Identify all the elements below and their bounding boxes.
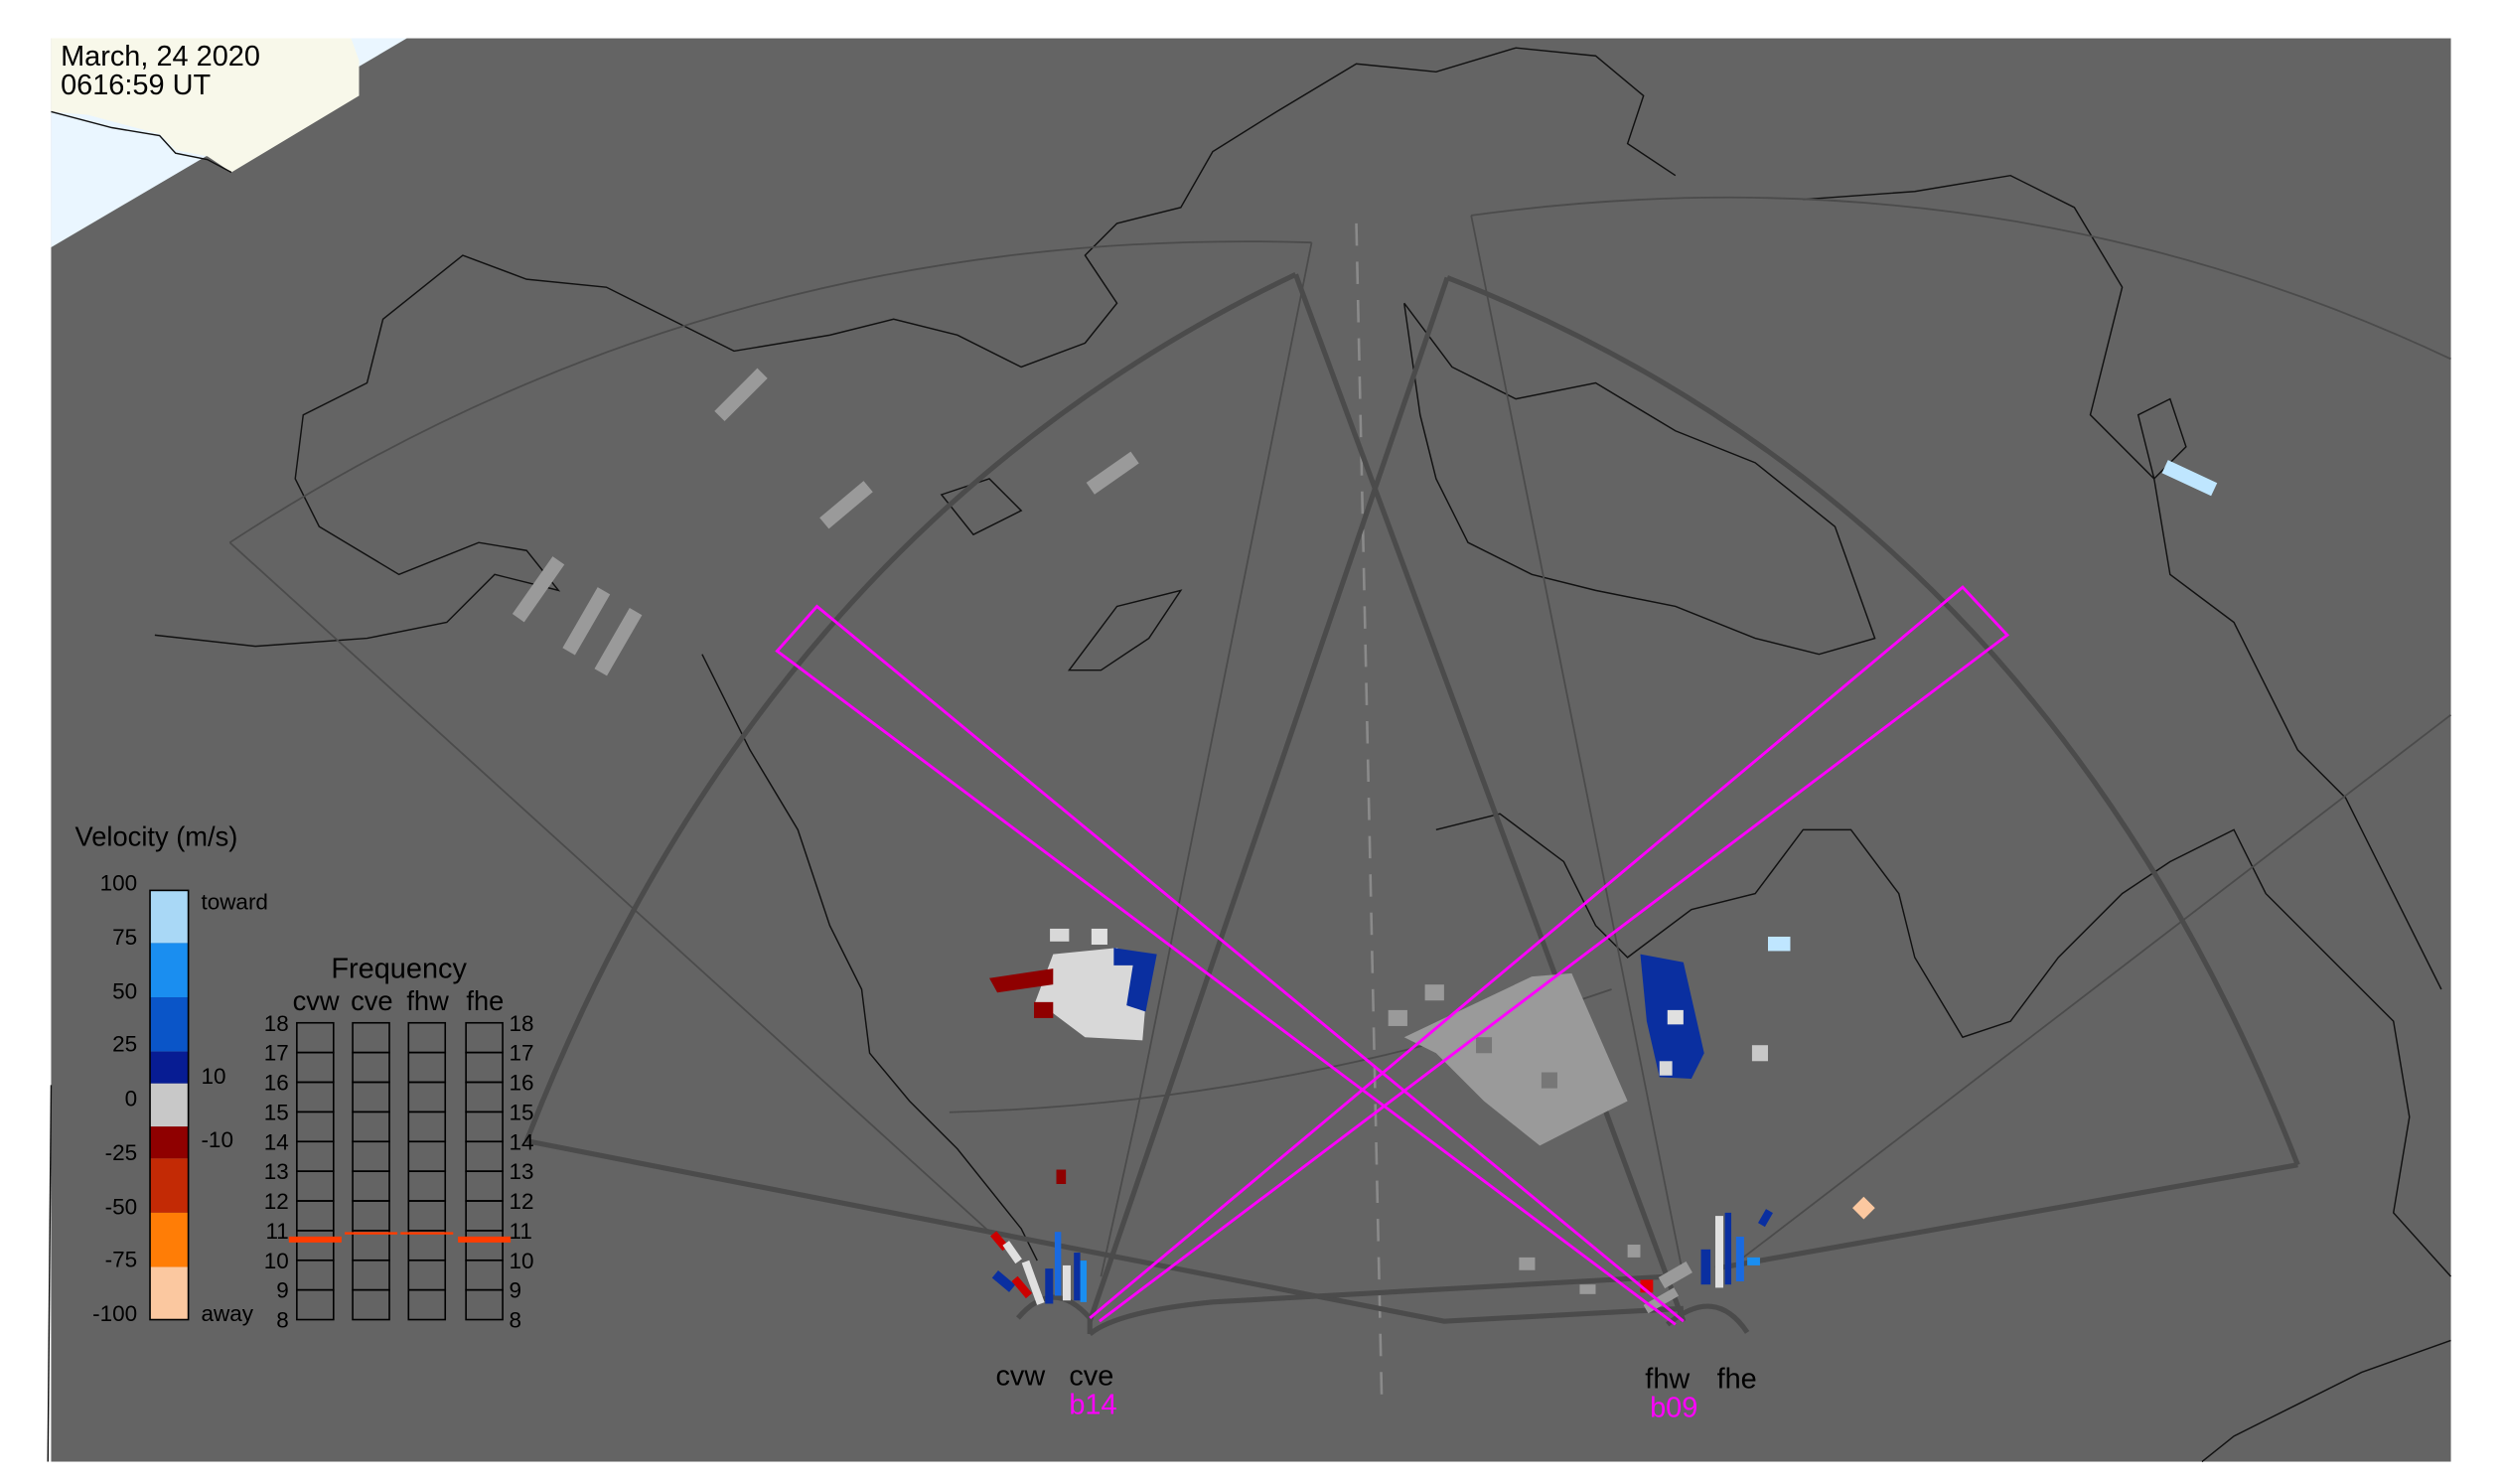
- velocity-tick: 0: [125, 1086, 138, 1111]
- frequency-title: Frequency: [331, 954, 467, 985]
- velocity-label-neg10: -10: [201, 1127, 232, 1152]
- frequency-band-fhe: [458, 1236, 512, 1243]
- frequency-tick-right: 10: [510, 1249, 534, 1273]
- fov-outlines: [523, 271, 2300, 1337]
- cv-near-range-scatter: [990, 1231, 1088, 1305]
- scatter-data: [512, 368, 2218, 1314]
- frequency-band-cve: [345, 1232, 398, 1235]
- frequency-band-cvw: [288, 1236, 342, 1243]
- velocity-label-10: 10: [201, 1064, 225, 1089]
- frequency-tick-right: 13: [510, 1159, 534, 1184]
- frequency-col-cvw: cvw: [293, 985, 340, 1016]
- velocity-legend: Velocity (m/s) 100 75 50 25 0 -25 -50 -7…: [75, 820, 268, 1326]
- beam-label-b09: b09: [1650, 1393, 1697, 1424]
- frequency-tick-left: 16: [264, 1071, 289, 1096]
- velocity-tick: -100: [92, 1301, 137, 1326]
- velocity-tick: 100: [100, 870, 138, 895]
- frequency-tick-right: 9: [510, 1278, 522, 1303]
- ground-scatter-cluster: [1403, 972, 1628, 1146]
- frequency-tick-left: 9: [276, 1278, 289, 1303]
- frequency-tick-left: 14: [264, 1129, 289, 1154]
- frequency-tick-right: 17: [510, 1041, 534, 1066]
- coastline: [51, 110, 232, 174]
- frequency-tick-left: 12: [264, 1189, 289, 1214]
- frequency-panel: Frequency cvw cve fhw fhe 18 18 17 17 16 16 15…: [264, 954, 534, 1333]
- radar-label-fhw: fhw: [1645, 1364, 1690, 1396]
- velocity-tick: 25: [112, 1032, 137, 1057]
- frequency-tick-right: 8: [510, 1308, 522, 1333]
- frequency-tick-right: 11: [510, 1219, 532, 1244]
- frequency-cell: [465, 1021, 504, 1054]
- radar-label-cve: cve: [1069, 1360, 1113, 1392]
- velocity-tick: -50: [105, 1195, 137, 1220]
- frequency-band-fhw: [400, 1232, 454, 1235]
- date-label: March, 24 2020: [61, 41, 260, 73]
- velocity-label-toward: toward: [201, 890, 268, 915]
- frequency-tick-right: 14: [510, 1129, 534, 1154]
- frequency-col-fhw: fhw: [406, 985, 449, 1016]
- velocity-tick: -25: [105, 1140, 137, 1165]
- frequency-tick-left: 18: [264, 1011, 289, 1036]
- radar-label-cvw: cvw: [995, 1360, 1045, 1392]
- frequency-col-fhe: fhe: [466, 985, 504, 1016]
- frequency-tick-right: 12: [510, 1189, 534, 1214]
- velocity-label-away: away: [201, 1301, 253, 1326]
- velocity-tick: 75: [112, 925, 137, 950]
- daylight-land: [51, 38, 360, 173]
- frequency-tick-right: 16: [510, 1071, 534, 1096]
- frequency-cell: [296, 1021, 335, 1054]
- velocity-legend-title: Velocity (m/s): [75, 820, 238, 851]
- map-background: [51, 38, 2451, 1462]
- frequency-cell: [352, 1021, 390, 1054]
- time-label: 0616:59 UT: [61, 70, 211, 101]
- frequency-tick-left: 17: [264, 1041, 289, 1066]
- velocity-tick: -75: [105, 1248, 137, 1272]
- fov-outer-outlines: [228, 196, 2452, 1277]
- velocity-tick: 50: [112, 979, 137, 1004]
- frequency-tick-right: 15: [510, 1100, 534, 1124]
- dashed-meridian: [1355, 223, 1384, 1405]
- frequency-tick-left: 13: [264, 1159, 289, 1184]
- beam-b09: [775, 604, 1685, 1326]
- radar-label-fhe: fhe: [1717, 1364, 1757, 1396]
- frequency-tick-left: 11: [265, 1219, 288, 1244]
- frequency-cell: [407, 1021, 447, 1054]
- beam-b14: [1089, 585, 2010, 1323]
- frequency-tick-right: 18: [510, 1011, 534, 1036]
- frequency-tick-left: 10: [264, 1249, 289, 1273]
- beam-label-b14: b14: [1069, 1389, 1116, 1420]
- frequency-col-cve: cve: [351, 985, 392, 1016]
- coastlines: [47, 47, 2452, 1463]
- frequency-tick-left: 15: [264, 1100, 289, 1124]
- frequency-tick-left: 8: [276, 1308, 289, 1333]
